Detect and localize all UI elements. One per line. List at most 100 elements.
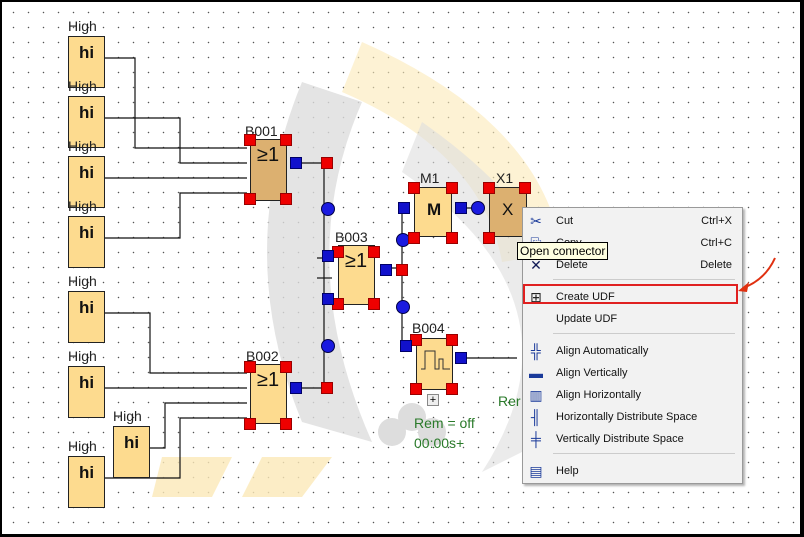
junction-node[interactable] — [321, 202, 335, 216]
timer-block-b004[interactable] — [416, 338, 453, 390]
input-label: High — [68, 273, 97, 289]
menu-item-cut[interactable]: ✂ Cut Ctrl+X — [523, 210, 740, 232]
selection-handle[interactable] — [446, 334, 458, 346]
input-block[interactable]: hi — [68, 156, 105, 208]
selection-handle[interactable] — [280, 134, 292, 146]
selection-handle[interactable] — [446, 232, 458, 244]
input-block[interactable]: hi — [68, 216, 105, 268]
menu-label: Delete — [556, 259, 588, 271]
selection-handle[interactable] — [446, 383, 458, 395]
menu-label: Update UDF — [556, 313, 618, 325]
junction-node[interactable] — [321, 339, 335, 353]
delete-icon: ✕ — [530, 257, 542, 273]
input-connector[interactable] — [322, 250, 334, 262]
input-block[interactable]: hi — [68, 291, 105, 343]
input-connector[interactable] — [322, 293, 334, 305]
marker-symbol: M — [427, 200, 442, 219]
menu-item-help[interactable]: ▤Help — [523, 460, 740, 482]
remanence-param: Rem = off — [414, 415, 475, 431]
menu-label: Align Vertically — [556, 367, 628, 379]
input-label: High — [68, 198, 97, 214]
selection-handle[interactable] — [483, 232, 495, 244]
help-icon: ▤ — [529, 463, 543, 479]
or-symbol: ≥1 — [257, 144, 280, 166]
input-label: High — [68, 438, 97, 454]
menu-separator — [553, 453, 735, 454]
menu-item-delete[interactable]: ✕ Delete Delete — [523, 254, 740, 276]
selection-handle[interactable] — [368, 298, 380, 310]
x-symbol: X — [502, 200, 514, 219]
menu-label: Cut — [556, 215, 574, 227]
menu-label: Vertically Distribute Space — [556, 433, 684, 445]
output-connector[interactable] — [290, 382, 302, 394]
menu-shortcut: Ctrl+X — [701, 215, 732, 227]
open-connector-node[interactable] — [471, 201, 485, 215]
selection-handle[interactable] — [519, 182, 531, 194]
selection-handle[interactable] — [280, 193, 292, 205]
output-connector[interactable] — [455, 202, 467, 214]
menu-item-v-distribute[interactable]: ╪ Vertically Distribute Space — [523, 428, 740, 450]
input-block[interactable]: hi — [68, 366, 105, 418]
junction-node[interactable] — [396, 300, 410, 314]
input-connector[interactable] — [398, 202, 410, 214]
selection-handle[interactable] — [483, 182, 495, 194]
input-block[interactable]: hi — [68, 36, 105, 88]
menu-label: Horizontally Distribute Space — [556, 411, 698, 423]
block-label: M1 — [420, 170, 440, 186]
selection-handle[interactable] — [244, 361, 256, 373]
scissors-icon: ✂ — [530, 213, 542, 229]
or-symbol: ≥1 — [257, 369, 280, 391]
selection-handle[interactable] — [396, 264, 408, 276]
input-connector[interactable] — [400, 340, 412, 352]
menu-item-h-distribute[interactable]: ╢ Horizontally Distribute Space — [523, 406, 740, 428]
input-block[interactable]: hi — [113, 426, 150, 478]
input-label: High — [68, 348, 97, 364]
or-block-b002[interactable]: ≥1 — [250, 364, 287, 424]
menu-separator — [553, 279, 735, 280]
selection-handle[interactable] — [368, 246, 380, 258]
selection-handle[interactable] — [244, 418, 256, 430]
menu-label: Create UDF — [556, 291, 615, 303]
menu-item-align-vertically[interactable]: ▬Align Vertically — [523, 362, 740, 384]
selection-handle[interactable] — [321, 157, 333, 169]
selection-handle[interactable] — [244, 193, 256, 205]
selection-handle[interactable] — [244, 134, 256, 146]
selection-handle[interactable] — [446, 182, 458, 194]
expand-button[interactable]: + — [427, 394, 439, 406]
open-connector-block-x1[interactable]: X — [489, 187, 527, 237]
selection-handle[interactable] — [280, 418, 292, 430]
partial-param: Rer — [498, 393, 521, 409]
v-distribute-icon: ╪ — [531, 431, 541, 447]
h-distribute-icon: ╢ — [531, 409, 541, 425]
create-udf-icon: ⊞ — [530, 289, 542, 305]
selection-handle[interactable] — [321, 382, 333, 394]
output-connector[interactable] — [380, 264, 392, 276]
menu-item-create-udf[interactable]: ⊞ Create UDF — [523, 286, 740, 308]
menu-shortcut: Delete — [700, 259, 732, 271]
selection-handle[interactable] — [408, 232, 420, 244]
selection-handle[interactable] — [410, 383, 422, 395]
block-label: B004 — [412, 320, 445, 336]
output-connector[interactable] — [290, 157, 302, 169]
menu-item-align-horizontally[interactable]: ▥Align Horizontally — [523, 384, 740, 406]
time-param: 00:00s+ — [414, 435, 465, 451]
marker-block-m1[interactable]: M — [414, 187, 452, 237]
align-horizontal-icon: ▥ — [529, 387, 543, 403]
input-block[interactable]: hi — [68, 96, 105, 148]
menu-label: Align Automatically — [556, 345, 649, 357]
input-block[interactable]: hi — [68, 456, 105, 508]
menu-item-update-udf[interactable]: Update UDF — [523, 308, 740, 330]
update-udf-icon — [528, 311, 544, 327]
menu-item-align-automatically[interactable]: ╬Align Automatically — [523, 340, 740, 362]
input-label: High — [68, 78, 97, 94]
selection-handle[interactable] — [408, 182, 420, 194]
or-block-b001[interactable]: ≥1 — [250, 139, 287, 201]
menu-separator — [553, 333, 735, 334]
input-label: High — [68, 18, 97, 34]
annotation-arrow-icon — [738, 257, 776, 292]
output-connector[interactable] — [455, 352, 467, 364]
tooltip: Open connector — [517, 242, 609, 260]
selection-handle[interactable] — [280, 361, 292, 373]
